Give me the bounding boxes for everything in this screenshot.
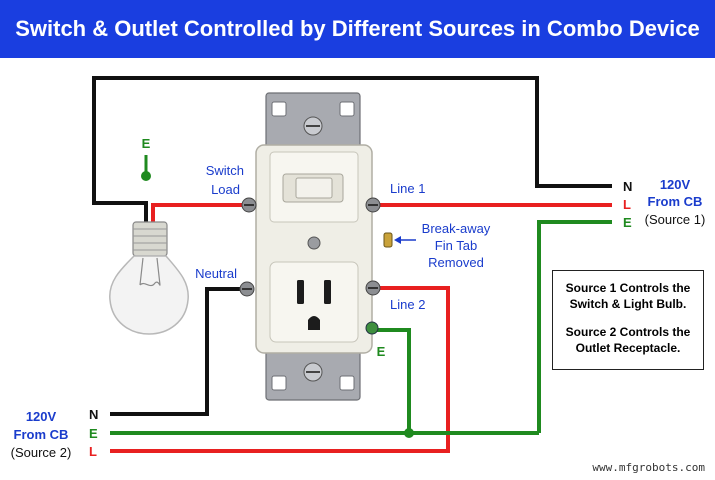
switch-load-label-1: Switch bbox=[206, 163, 244, 178]
break-away-label-2: Fin Tab bbox=[435, 238, 477, 253]
source1-e-label: E bbox=[623, 215, 632, 230]
title-bar: Switch & Outlet Controlled by Different … bbox=[0, 0, 715, 58]
neutral-label: Neutral bbox=[195, 266, 237, 281]
source1-earth-wire bbox=[537, 220, 612, 433]
diagram-title: Switch & Outlet Controlled by Different … bbox=[15, 16, 700, 41]
source2-voltage: 120V bbox=[26, 409, 57, 424]
source1-name: (Source 1) bbox=[645, 212, 706, 227]
switch-load-wire bbox=[151, 203, 246, 222]
fin-tab-arrowhead bbox=[394, 236, 401, 244]
note-p1-line2: Switch & Light Bulb. bbox=[569, 297, 687, 311]
note-p2-line1: Source 2 Controls the bbox=[565, 325, 691, 339]
earth-label-top: E bbox=[142, 136, 151, 151]
source2-l-label: L bbox=[89, 444, 97, 459]
source1-from: From CB bbox=[648, 194, 703, 209]
note-p1-line1: Source 1 Controls the bbox=[565, 281, 691, 295]
device-earth-wire bbox=[373, 328, 411, 433]
break-away-label-3: Removed bbox=[428, 255, 484, 270]
source2-line-wire bbox=[110, 286, 450, 453]
watermark: www.mfgrobots.com bbox=[592, 461, 705, 474]
source2-name: (Source 2) bbox=[11, 445, 72, 460]
earth-symbol-dot bbox=[141, 171, 151, 181]
source2-n-label: N bbox=[89, 407, 98, 422]
source2-from: From CB bbox=[14, 427, 69, 442]
earth-label-device: E bbox=[377, 344, 386, 359]
source1-l-label: L bbox=[623, 197, 631, 212]
break-away-label-1: Break-away bbox=[422, 221, 491, 236]
source2-neutral-wire bbox=[110, 287, 244, 416]
fin-tab-icon bbox=[383, 232, 393, 248]
source2-e-label: E bbox=[89, 426, 98, 441]
line2-label: Line 2 bbox=[390, 297, 425, 312]
light-bulb-icon bbox=[109, 221, 189, 335]
combo-device-icon bbox=[239, 92, 381, 401]
source1-voltage: 120V bbox=[660, 177, 691, 192]
line1-label: Line 1 bbox=[390, 181, 425, 196]
source1-n-label: N bbox=[623, 179, 632, 194]
source1-neutral-wire bbox=[92, 76, 612, 222]
earth-junction-dot bbox=[404, 428, 414, 438]
note-box: Source 1 Controls the Switch & Light Bul… bbox=[552, 270, 704, 370]
note-p2-line2: Outlet Receptacle. bbox=[575, 341, 681, 355]
ground-screw bbox=[365, 321, 379, 335]
switch-load-label-2: Load bbox=[211, 182, 240, 197]
